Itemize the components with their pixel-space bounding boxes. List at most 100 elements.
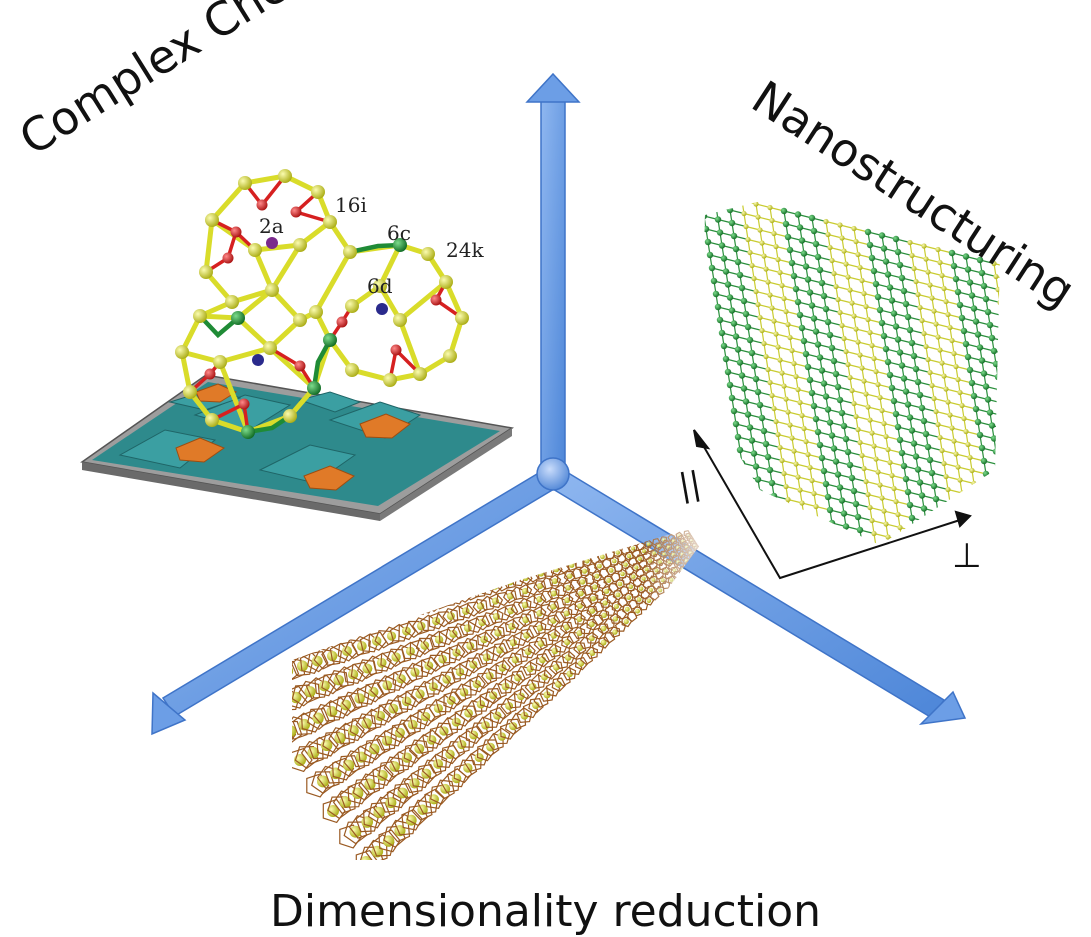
lattice-atom — [716, 229, 724, 236]
lattice-atom — [921, 243, 927, 249]
lattice-atom — [820, 467, 828, 475]
lattice-atom — [872, 280, 880, 288]
lattice-atom — [879, 495, 885, 501]
lattice-atom — [783, 483, 789, 490]
lattice-atom — [992, 360, 1000, 368]
wire-atom — [612, 629, 618, 635]
lattice-atom — [797, 487, 803, 493]
wire-atom — [550, 590, 557, 597]
lattice-atom — [754, 476, 762, 483]
lattice-atom — [759, 327, 765, 334]
lattice-atom — [911, 265, 917, 272]
lattice-atom — [710, 277, 718, 285]
wire-atom — [526, 665, 534, 673]
atom — [205, 213, 219, 227]
lattice-atom — [880, 332, 888, 340]
atom — [393, 313, 407, 327]
lattice-atom — [894, 336, 902, 343]
lattice-atom — [933, 321, 939, 327]
wire-atom — [327, 805, 339, 817]
lattice-atom — [787, 509, 793, 516]
wyckoff-6d: 6d — [367, 274, 393, 298]
lattice-atom — [949, 512, 955, 519]
lattice-atom — [787, 422, 793, 428]
lattice-atom — [744, 498, 752, 506]
lattice-atom — [844, 536, 852, 543]
wire-atom — [600, 625, 607, 632]
lattice-atom — [939, 272, 945, 279]
lattice-atom — [886, 371, 894, 379]
lattice-atom — [738, 372, 746, 379]
lattice-atom — [981, 546, 986, 551]
lattice-atom — [805, 451, 811, 458]
wire-atom — [563, 624, 570, 631]
atom — [278, 169, 292, 183]
lattice-atom — [740, 385, 748, 392]
wire-atom — [563, 610, 570, 617]
lattice-atom — [857, 264, 863, 271]
lattice-atom — [919, 317, 925, 324]
wire-atom — [361, 718, 372, 729]
lattice-atom — [890, 397, 898, 405]
lattice-atom — [1005, 439, 1011, 445]
lattice-atom — [878, 319, 886, 327]
lattice-atom — [870, 267, 878, 275]
lattice-atom — [801, 425, 807, 432]
lattice-atom — [799, 412, 805, 419]
lattice-atom — [822, 480, 830, 488]
lattice-atom — [869, 430, 875, 436]
lattice-atom — [741, 210, 747, 217]
lattice-atom — [824, 318, 832, 326]
lattice-atom — [765, 279, 771, 285]
wire-atom — [433, 759, 444, 769]
atom — [263, 341, 277, 355]
lattice-atom — [726, 206, 734, 214]
atom-6d — [376, 303, 388, 315]
lattice-atom — [1001, 500, 1007, 506]
lattice-atom — [976, 256, 984, 264]
lattice-atom — [746, 336, 754, 344]
atom — [293, 238, 307, 252]
lattice-atom — [859, 365, 865, 371]
lattice-atom — [948, 249, 956, 257]
lattice-atom — [1017, 517, 1023, 523]
lattice-atom — [999, 575, 1005, 581]
lattice-atom — [861, 378, 867, 384]
wire-atom — [588, 635, 595, 642]
lattice-atom — [877, 482, 883, 488]
lattice-atom — [962, 253, 970, 260]
wire-atom — [451, 717, 461, 727]
wire-atom — [550, 603, 557, 610]
lattice-atom — [783, 396, 789, 402]
lattice-atom — [826, 506, 834, 514]
lattice-atom — [751, 275, 757, 282]
wire-atom — [349, 825, 362, 838]
wire-atom — [521, 587, 529, 595]
lattice-atom — [796, 224, 804, 231]
lattice-atom — [864, 228, 872, 236]
lattice-atom — [997, 562, 1003, 568]
lattice-atom — [996, 474, 1000, 481]
lattice-atom — [830, 357, 838, 365]
wire-atom — [494, 629, 502, 637]
lattice-atom — [896, 261, 904, 269]
wire-atom — [496, 646, 504, 654]
lattice-atom — [873, 368, 879, 375]
lattice-atom — [971, 480, 977, 487]
lattice-atom — [716, 316, 724, 324]
lattice-atom — [722, 355, 730, 363]
lattice-atom — [758, 502, 766, 509]
lattice-atom — [894, 248, 902, 256]
wire-atom — [532, 701, 540, 709]
lattice-atom — [871, 530, 877, 537]
wire-atom — [541, 673, 549, 681]
lattice-atom — [978, 357, 986, 364]
lattice-atom — [763, 353, 769, 360]
lattice-atom — [804, 276, 812, 283]
lattice-atom — [756, 401, 764, 409]
lattice-atom — [833, 283, 839, 290]
wire-atom — [296, 660, 308, 672]
lattice-atom — [853, 326, 859, 332]
perpendicular-label: ⊥ — [952, 536, 982, 576]
lattice-atom — [718, 329, 726, 337]
